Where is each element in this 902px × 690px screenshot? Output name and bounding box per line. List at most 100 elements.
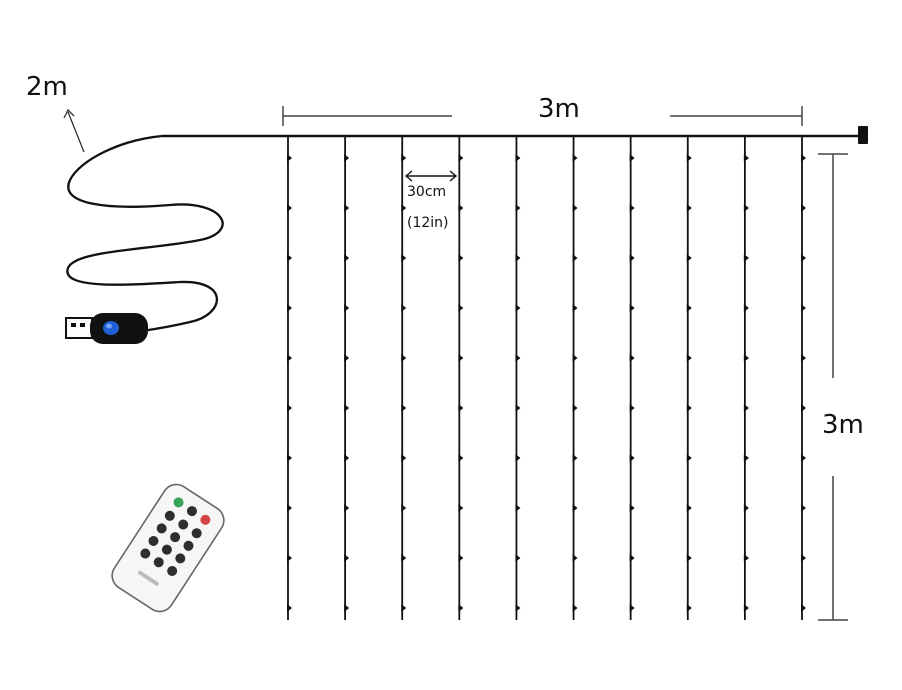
bulb	[287, 204, 292, 212]
bulb	[515, 304, 521, 312]
bulb	[572, 254, 578, 262]
bulb	[572, 354, 578, 362]
width-dimension	[282, 106, 803, 126]
bulb	[344, 254, 350, 262]
bulb	[287, 504, 292, 512]
bulb	[686, 304, 692, 312]
bulb	[515, 154, 521, 162]
remote-control-icon	[111, 483, 225, 613]
bulb	[287, 304, 292, 312]
bulb	[686, 354, 692, 362]
bulb	[458, 204, 464, 212]
bulb	[743, 404, 749, 412]
bulb	[458, 504, 464, 512]
bulb	[401, 604, 407, 612]
bulb	[458, 404, 464, 412]
bulb	[344, 554, 350, 562]
bulb	[743, 504, 749, 512]
bulb	[743, 154, 749, 162]
light-strands	[287, 137, 806, 620]
bulb	[344, 304, 350, 312]
bulb	[629, 604, 635, 612]
height-label: 3m	[822, 410, 864, 440]
height-dimension	[818, 153, 848, 621]
bulb	[572, 404, 578, 412]
spacing-imperial-label: (12in)	[407, 215, 449, 231]
bulb	[686, 154, 692, 162]
bulb	[743, 354, 749, 362]
bulb	[287, 554, 292, 562]
bulb	[344, 204, 350, 212]
bulb	[686, 554, 692, 562]
bulb	[287, 154, 292, 162]
bulb	[515, 254, 521, 262]
bulb	[458, 354, 464, 362]
bulb	[572, 304, 578, 312]
bulb	[743, 554, 749, 562]
bulb	[401, 154, 407, 162]
bulb	[515, 454, 521, 462]
bulb	[458, 604, 464, 612]
bulb	[401, 304, 407, 312]
bulb	[344, 504, 350, 512]
bulb	[629, 454, 635, 462]
bulb	[287, 454, 292, 462]
bulb	[629, 554, 635, 562]
bulb	[401, 554, 407, 562]
bulb	[686, 404, 692, 412]
bulb	[629, 204, 635, 212]
bulb	[515, 604, 521, 612]
bulb	[629, 304, 635, 312]
bulb	[629, 504, 635, 512]
bulb	[686, 504, 692, 512]
bulb	[458, 304, 464, 312]
bulb	[572, 454, 578, 462]
bulb	[344, 354, 350, 362]
bulb	[743, 454, 749, 462]
bulb	[401, 354, 407, 362]
bulb	[801, 204, 806, 212]
bulb	[287, 404, 292, 412]
bulb	[572, 204, 578, 212]
bulb	[629, 404, 635, 412]
bulb	[401, 254, 407, 262]
bulb	[515, 204, 521, 212]
bulb	[572, 154, 578, 162]
bulb	[801, 354, 806, 362]
bulb	[515, 504, 521, 512]
bulb	[344, 154, 350, 162]
bulb	[515, 554, 521, 562]
bulb	[515, 354, 521, 362]
bulb	[801, 604, 806, 612]
bulb	[686, 204, 692, 212]
usb-plug-icon	[65, 313, 148, 344]
bulb	[801, 404, 806, 412]
bulb	[344, 604, 350, 612]
spacing-arrow	[404, 170, 458, 182]
bulb	[401, 504, 407, 512]
bulb	[458, 554, 464, 562]
bulb	[572, 554, 578, 562]
bulb	[572, 604, 578, 612]
bulb	[801, 254, 806, 262]
bulb	[458, 254, 464, 262]
bulb	[629, 154, 635, 162]
bulb	[515, 404, 521, 412]
bulb	[572, 504, 578, 512]
bulb	[401, 404, 407, 412]
bulb	[686, 604, 692, 612]
bulb	[686, 254, 692, 262]
bulb	[801, 154, 806, 162]
bulb	[287, 254, 292, 262]
bulb	[629, 354, 635, 362]
bulb	[287, 354, 292, 362]
bulb	[287, 604, 292, 612]
bulb	[686, 454, 692, 462]
end-cap-icon	[858, 126, 868, 144]
bulb	[401, 204, 407, 212]
spacing-metric-label: 30cm	[407, 184, 447, 200]
bulb	[458, 454, 464, 462]
cable-length-label: 2m	[26, 72, 68, 102]
